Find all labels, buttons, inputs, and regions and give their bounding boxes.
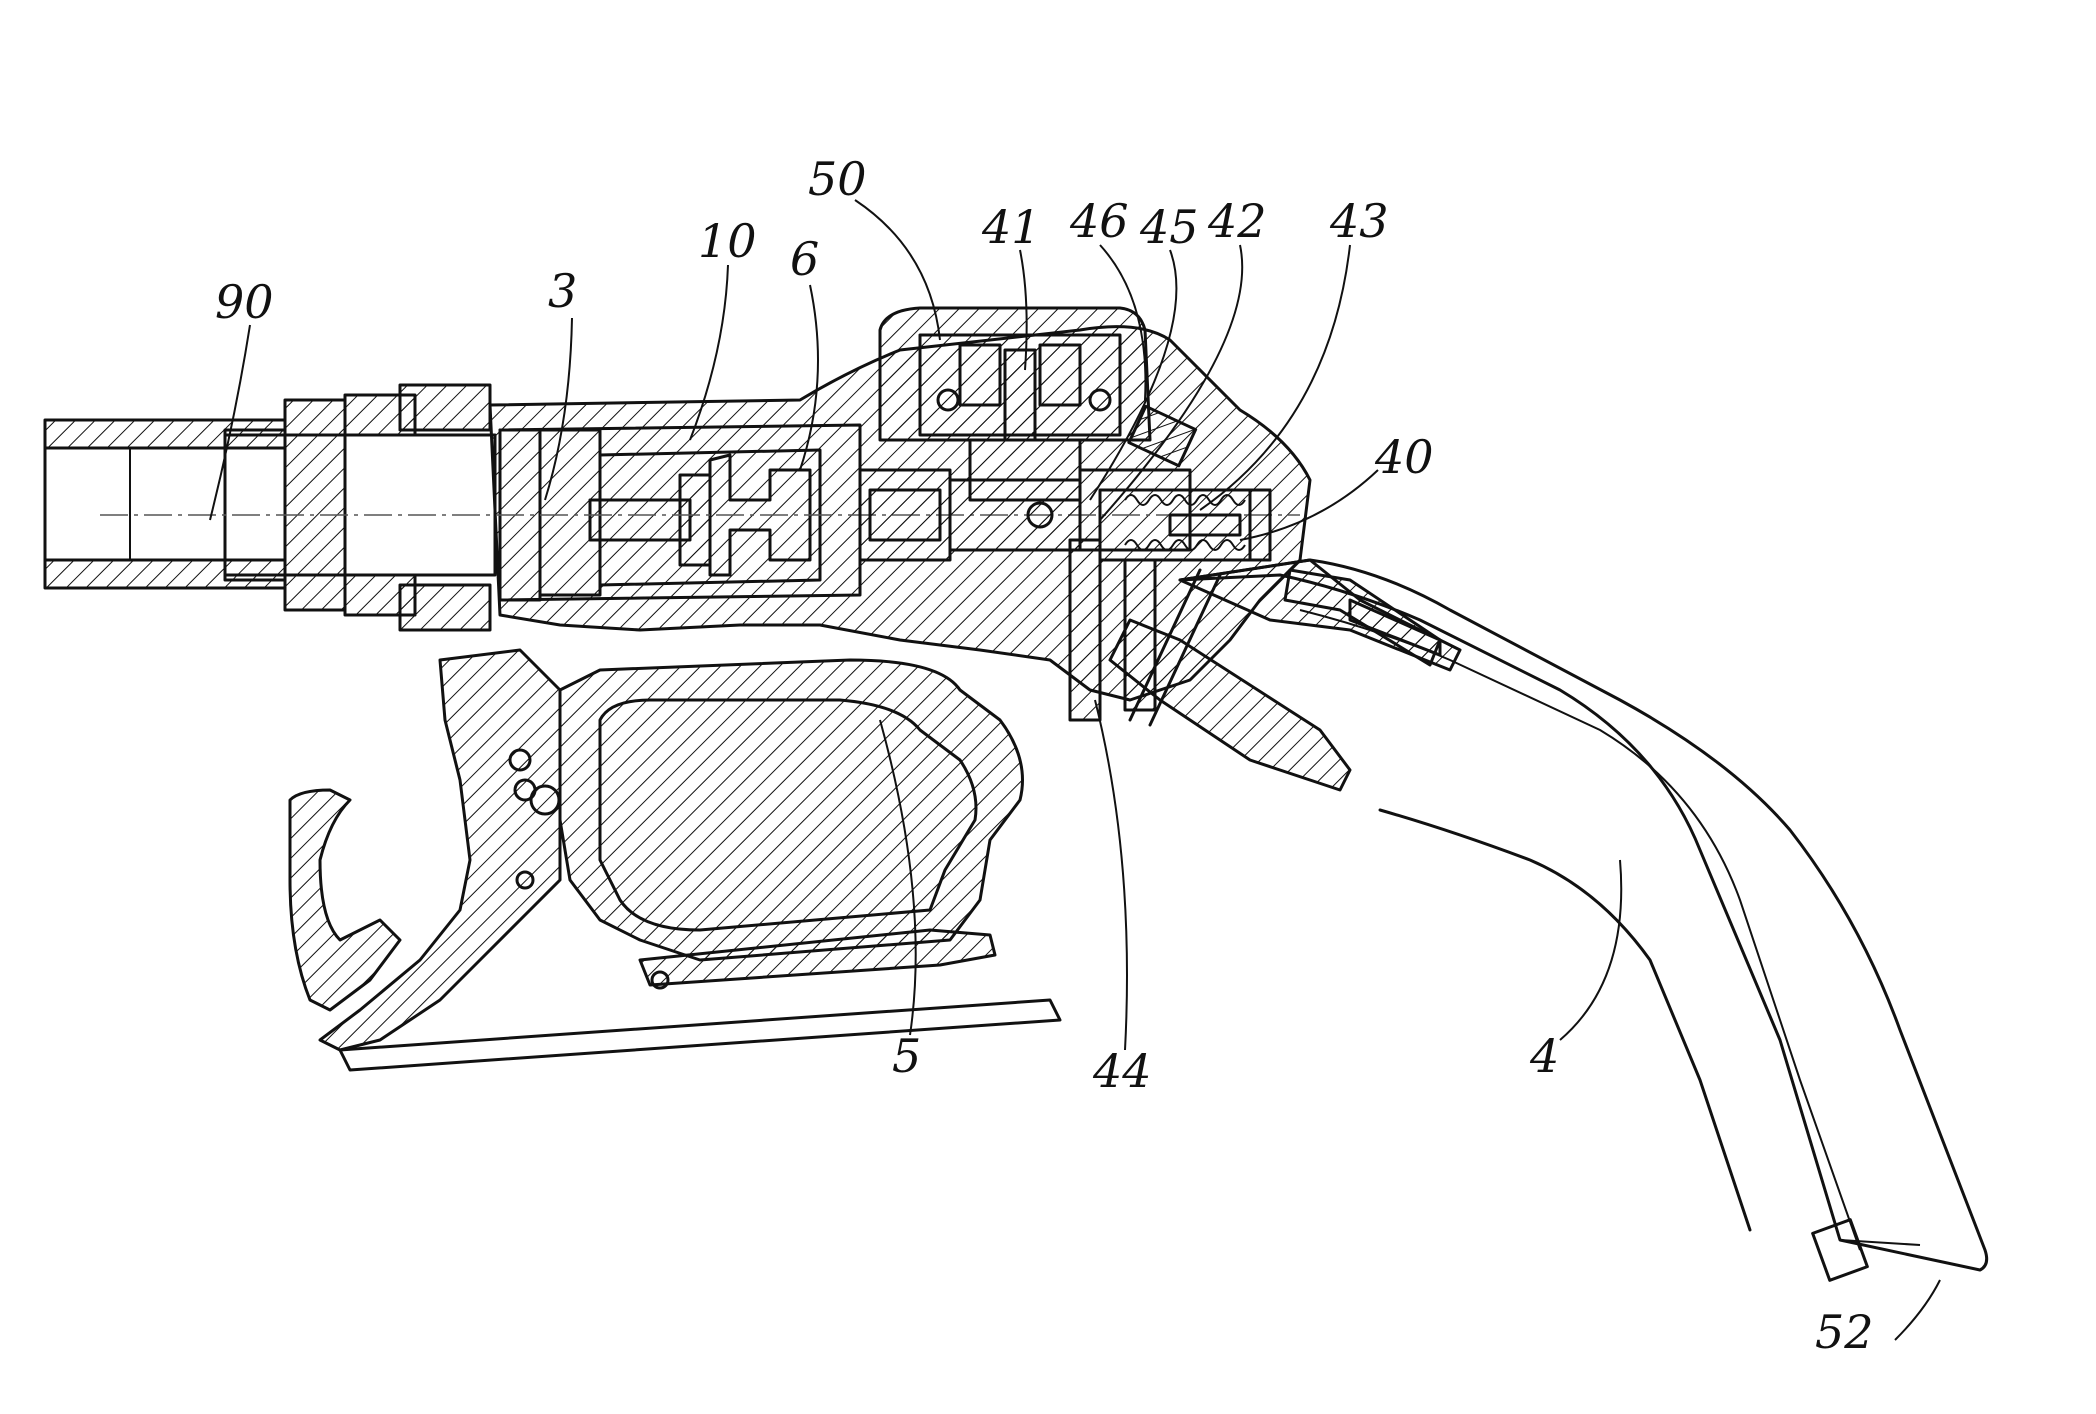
- label-43: 43: [1329, 194, 1389, 248]
- label-44: 44: [1092, 1044, 1152, 1098]
- label-42: 42: [1207, 194, 1267, 248]
- label-41: 41: [981, 200, 1041, 254]
- label-10: 10: [698, 214, 757, 268]
- label-5: 5: [892, 1029, 921, 1083]
- label-40: 40: [1374, 430, 1434, 484]
- spout: [1180, 560, 1987, 1280]
- hose-connector: [45, 385, 495, 630]
- label-4: 4: [1529, 1029, 1559, 1083]
- label-90: 90: [215, 275, 274, 329]
- label-50: 50: [808, 152, 867, 206]
- label-46: 46: [1069, 194, 1129, 248]
- label-6: 6: [790, 232, 819, 286]
- label-3: 3: [548, 264, 577, 318]
- trigger-lever: [560, 660, 1023, 988]
- label-52: 52: [1815, 1305, 1874, 1359]
- label-45: 45: [1139, 200, 1199, 254]
